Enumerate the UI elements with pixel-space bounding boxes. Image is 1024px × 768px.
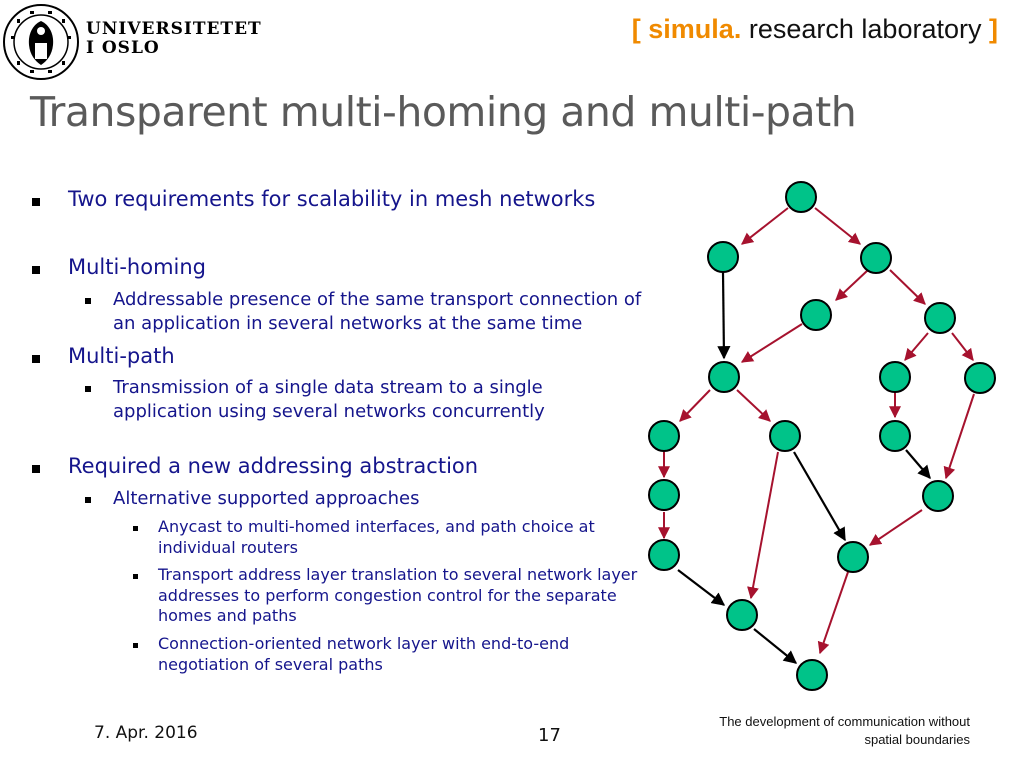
node bbox=[708, 361, 740, 393]
node bbox=[964, 362, 996, 394]
node bbox=[837, 541, 869, 573]
node bbox=[879, 420, 911, 452]
university-seal-logo bbox=[3, 4, 79, 80]
sub-bullet-marker bbox=[85, 497, 91, 503]
page-number: 17 bbox=[538, 725, 561, 746]
footer-tagline-line2: spatial boundaries bbox=[864, 732, 970, 747]
simula-bracket-close: ] bbox=[989, 14, 998, 44]
sub-sub-bullet-line: Anycast to multi-homed interfaces, and p… bbox=[158, 517, 595, 536]
edge bbox=[951, 332, 974, 361]
edge bbox=[679, 389, 711, 422]
simula-logo: [ simula. research laboratory ] bbox=[632, 14, 998, 45]
sub-sub-bullet-marker bbox=[133, 643, 138, 648]
node bbox=[879, 361, 911, 393]
node bbox=[800, 299, 832, 331]
sub-sub-bullet-marker bbox=[133, 526, 138, 531]
sub-bullet-line: Addressable presence of the same transpo… bbox=[113, 289, 642, 310]
node bbox=[648, 420, 680, 452]
simula-rest: research laboratory bbox=[748, 14, 982, 44]
sub-sub-bullet-marker bbox=[133, 574, 138, 579]
bullet-text: Required a new addressing abstraction bbox=[68, 454, 479, 478]
bullet-text: Multi-homing bbox=[68, 255, 206, 279]
sub-sub-bullet-line: Connection-oriented network layer with e… bbox=[158, 634, 570, 653]
sub-sub-bullet-line: addresses to perform congestion control … bbox=[158, 586, 617, 605]
node bbox=[648, 539, 680, 571]
sub-bullet-line: an application in several networks at th… bbox=[113, 313, 583, 334]
slide-title: Transparent multi-homing and multi-path bbox=[30, 88, 857, 136]
bullet-marker bbox=[32, 355, 40, 363]
bullet-marker bbox=[32, 465, 40, 473]
node bbox=[924, 302, 956, 334]
edge bbox=[943, 393, 975, 480]
edge bbox=[905, 449, 931, 480]
red-edges bbox=[658, 207, 975, 655]
sub-sub-bullet-line: Transport address layer translation to s… bbox=[158, 565, 638, 584]
footer-tagline-line1: The development of communication without bbox=[719, 714, 970, 729]
simula-dot: . bbox=[733, 14, 742, 44]
bullet-marker bbox=[32, 266, 40, 274]
nodes bbox=[648, 181, 996, 691]
edge bbox=[814, 207, 861, 245]
bullet-text: Multi-path bbox=[68, 344, 175, 368]
bullet-text: Two requirements for scalability in mesh… bbox=[68, 187, 596, 211]
edge bbox=[740, 323, 803, 363]
edge bbox=[736, 389, 771, 422]
sub-sub-bullet-line: individual routers bbox=[158, 538, 298, 557]
sub-bullet-marker bbox=[85, 386, 91, 392]
edge bbox=[869, 509, 923, 546]
node bbox=[860, 242, 892, 274]
footer-tagline: The development of communication without… bbox=[719, 713, 970, 749]
edge bbox=[793, 451, 846, 542]
sub-bullet-line: Alternative supported approaches bbox=[113, 488, 420, 509]
edge bbox=[835, 269, 869, 301]
simula-bracket-open: [ bbox=[631, 14, 641, 44]
edge bbox=[817, 571, 849, 655]
edge bbox=[747, 451, 779, 600]
node bbox=[648, 479, 680, 511]
node bbox=[707, 241, 739, 273]
footer-date: 7. Apr. 2016 bbox=[94, 723, 198, 743]
node bbox=[726, 599, 758, 631]
bullet-marker bbox=[32, 198, 40, 206]
edge bbox=[889, 269, 926, 305]
edge bbox=[753, 628, 798, 664]
university-name-line1: UNIVERSITETET bbox=[86, 19, 262, 39]
sub-bullet-marker bbox=[85, 298, 91, 304]
edge bbox=[741, 207, 789, 245]
node bbox=[785, 181, 817, 213]
simula-name: simula bbox=[648, 14, 734, 44]
edge bbox=[904, 332, 929, 361]
sub-sub-bullet-line: negotiation of several paths bbox=[158, 655, 383, 674]
university-name: UNIVERSITETET I OSLO bbox=[86, 20, 262, 58]
sub-bullet-line: application using several networks concu… bbox=[113, 401, 545, 422]
node bbox=[796, 659, 828, 691]
mesh-network-diagram bbox=[648, 181, 996, 691]
node bbox=[922, 480, 954, 512]
university-name-line2: I OSLO bbox=[86, 38, 160, 58]
black-edges bbox=[677, 271, 931, 664]
sub-bullet-line: Transmission of a single data stream to … bbox=[113, 377, 543, 398]
edge bbox=[677, 569, 726, 606]
sub-sub-bullet-line: homes and paths bbox=[158, 606, 297, 625]
node bbox=[769, 420, 801, 452]
edge bbox=[717, 271, 731, 360]
